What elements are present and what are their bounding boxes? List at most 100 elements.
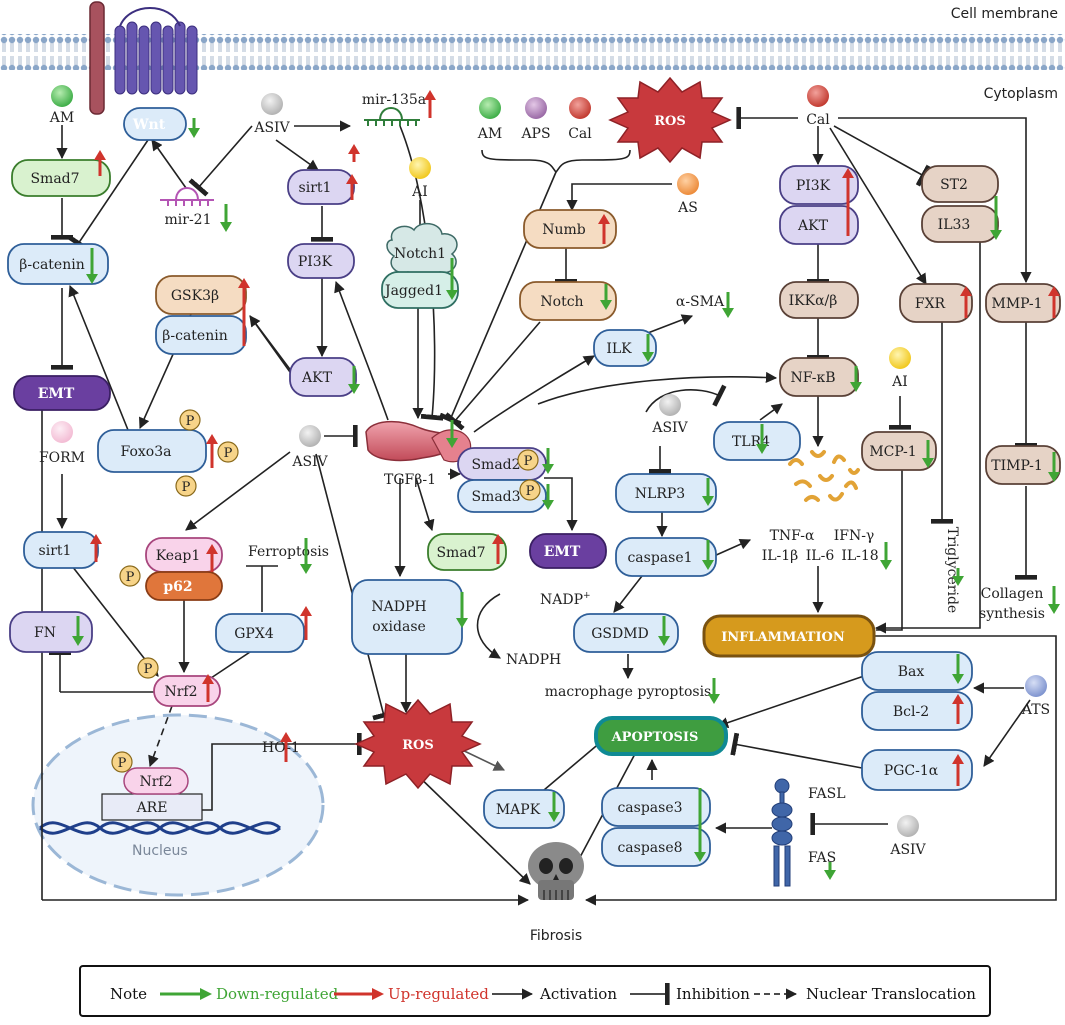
emt-left-node: EMT — [13, 375, 111, 411]
asiv-right-label: ASIV — [651, 420, 688, 436]
cal-right-ball — [807, 85, 829, 107]
phosphate-marker-3 — [175, 475, 197, 497]
p62-node: p62 — [145, 571, 223, 601]
nadph-oxidase-label-1: NADPH — [371, 599, 426, 615]
ros-top-node: ROS — [608, 76, 732, 164]
down-regulated-arrow-17 — [922, 440, 934, 468]
up-regulated-arrow-48 — [280, 732, 292, 762]
notch-label: Notch — [540, 294, 583, 310]
pi3k-mid-label: PI3K — [298, 254, 333, 270]
fas-label: FAS — [808, 850, 836, 866]
phosphate-label-8: P — [526, 484, 535, 499]
down-regulated-arrow-9 — [600, 284, 612, 310]
gpx4-label: GPX4 — [234, 626, 274, 642]
wnt-label: Wnt — [132, 117, 166, 133]
akt-mid-label: AKT — [301, 370, 333, 386]
form-label: FORM — [39, 450, 85, 466]
foxo3a-node: Foxo3a — [97, 429, 207, 473]
ikk-label: IKKα/β — [789, 293, 838, 309]
apoptosis-node: APOPTOSIS — [594, 716, 728, 756]
as-ball — [677, 173, 699, 195]
gsk3b-label: GSK3β — [171, 288, 219, 304]
tgfb1-label: TGFβ-1 — [384, 472, 436, 488]
p62-label: p62 — [163, 579, 192, 595]
down-regulated-arrow-19 — [86, 248, 98, 284]
legend-activation: Activation — [539, 985, 617, 1003]
aps-ball — [525, 97, 547, 119]
up-regulated-arrow-31 — [90, 534, 102, 562]
form-ball — [51, 421, 73, 443]
are-label: ARE — [136, 800, 168, 816]
stimulus-markers — [51, 85, 1047, 837]
legend-up: Up-regulated — [388, 985, 489, 1003]
asiv-top-label: ASIV — [253, 120, 290, 136]
are-box — [101, 793, 203, 821]
down-regulated-arrow-1 — [188, 118, 200, 138]
legend-down-arrow — [200, 988, 212, 1000]
legend-inhibition: Inhibition — [676, 985, 750, 1003]
bcatenin-mid-node: β-catenin — [155, 315, 247, 355]
nfkb-node: NF-κB — [779, 357, 859, 397]
sirt1-left-label: sirt1 — [39, 543, 72, 559]
asiv-bottom-label: ASIV — [889, 842, 926, 858]
up-regulated-arrow-8 — [598, 214, 610, 244]
il33-node: IL33 — [921, 205, 999, 243]
nlrp3-label: NLRP3 — [635, 486, 685, 502]
cal-mid-label: Cal — [568, 126, 592, 142]
wnt-node: Wnt — [123, 107, 187, 141]
up-regulated-arrow-12 — [842, 168, 854, 236]
gpx4-node: GPX4 — [215, 613, 305, 653]
cal-mid-ball — [569, 97, 591, 119]
down-regulated-arrow-41 — [1048, 586, 1060, 614]
up-regulated-arrow-44 — [952, 754, 964, 786]
down-regulated-arrow-47 — [824, 862, 836, 880]
down-regulated-arrow-21 — [348, 366, 360, 394]
emt-mid-label: EMT — [544, 544, 581, 560]
bcl2-node: Bcl-2 — [861, 691, 973, 731]
fasl-label: FASL — [808, 786, 846, 802]
smad7-left-node: Smad7 — [11, 159, 111, 197]
apoptosis-label: APOPTOSIS — [611, 730, 699, 745]
membrane-receptor-rod — [89, 1, 105, 115]
phosphate-marker-8 — [519, 479, 541, 501]
phosphate-label-6: P — [118, 756, 127, 771]
tnfa-label: TNF-α — [770, 528, 815, 544]
down-regulated-arrow-33 — [300, 538, 312, 574]
ros-center-label: ROS — [402, 738, 434, 753]
gsdmd-label: GSDMD — [591, 626, 649, 642]
down-regulated-arrow-23 — [446, 420, 458, 448]
down-regulated-arrow-35 — [72, 616, 84, 646]
am-mid-ball — [479, 97, 501, 119]
cytokines-icon — [788, 450, 860, 502]
up-regulated-arrow-32 — [206, 544, 218, 572]
down-regulated-arrow-16 — [850, 366, 862, 392]
am-top-label: AM — [49, 110, 74, 126]
il1b-label: IL-1β — [762, 548, 799, 564]
phosphate-marker-6 — [111, 751, 133, 773]
pi3k-mid-node: PI3K — [287, 243, 355, 279]
inflammation-label: INFLAMMATION — [721, 630, 845, 645]
bcatenin-mid-label: β-catenin — [162, 328, 227, 344]
il33-label: IL33 — [938, 217, 971, 233]
down-regulated-arrow-25 — [542, 484, 554, 510]
emt-mid-node: EMT — [529, 533, 607, 569]
mcp1-label: MCP-1 — [869, 444, 916, 460]
wnt-receptor-icon — [114, 7, 198, 95]
cell-membrane-label: Cell membrane — [951, 6, 1058, 22]
up-regulated-arrow-43 — [952, 694, 964, 724]
fxr-label: FXR — [915, 296, 946, 312]
caspase8-node: caspase8 — [601, 827, 711, 867]
akt-mid-node: AKT — [289, 357, 357, 397]
phosphate-marker-5 — [137, 657, 159, 679]
fxr-node: FXR — [899, 283, 973, 323]
ilk-label: ILK — [606, 341, 632, 357]
il6-label: IL-6 — [806, 548, 835, 564]
down-regulated-arrow-29 — [702, 540, 714, 570]
phosphate-label-4: P — [126, 570, 135, 585]
as-label: AS — [677, 200, 698, 216]
ifng-label: IFN-γ — [834, 528, 875, 544]
foxo3a-label: Foxo3a — [121, 444, 172, 460]
